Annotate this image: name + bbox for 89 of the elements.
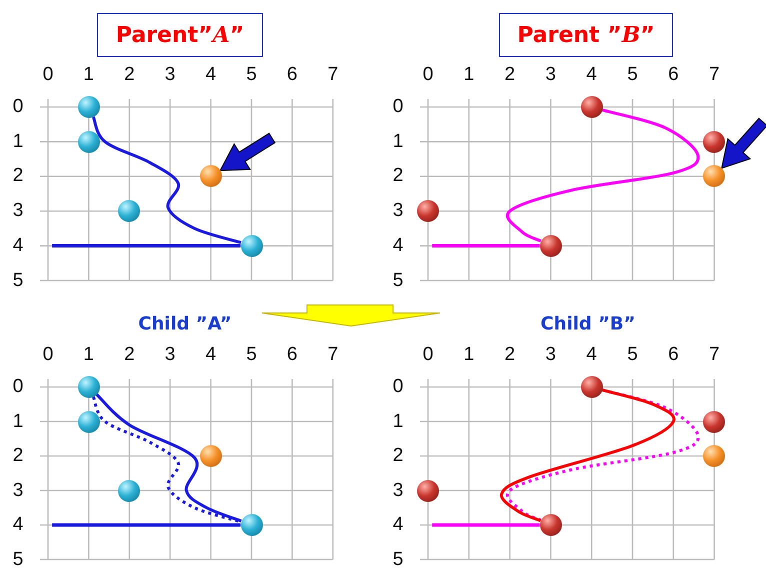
sphere-marker xyxy=(540,234,562,257)
axis-tick-label: 3 xyxy=(545,64,556,86)
sphere-marker xyxy=(703,410,726,432)
sphere-marker xyxy=(703,445,726,467)
sphere-marker xyxy=(78,96,100,118)
axis-tick-label: 3 xyxy=(545,344,556,366)
axis-tick-label: 0 xyxy=(12,96,24,118)
axis-tick-label: 1 xyxy=(464,64,474,86)
axis-tick-label: 1 xyxy=(464,344,474,366)
axis-tick-label: 5 xyxy=(12,548,24,570)
axis-tick-label: 1 xyxy=(12,130,24,153)
sphere-marker xyxy=(78,130,100,153)
axis-tick-label: 2 xyxy=(392,445,404,467)
axis-tick-label: 1 xyxy=(392,130,404,153)
axis-tick-label: 0 xyxy=(12,376,24,398)
horizontal-line xyxy=(52,523,240,527)
axis-tick-label: 5 xyxy=(246,64,257,86)
horizontal-line xyxy=(52,244,240,248)
axis-tick-label: 0 xyxy=(42,344,54,366)
axis-tick-label: 5 xyxy=(12,270,24,292)
axis-tick-label: 3 xyxy=(392,480,404,502)
curve-line xyxy=(506,108,700,242)
panel-title: Parent ”B” xyxy=(499,13,673,57)
axis-tick-label: 7 xyxy=(709,344,720,366)
panel-title: Child ”B” xyxy=(540,314,636,334)
axis-tick-label: 2 xyxy=(124,344,135,366)
axis-tick-label: 3 xyxy=(164,64,176,86)
sphere-marker xyxy=(200,445,222,467)
axis-tick-label: 0 xyxy=(42,64,54,86)
axis-tick-label: 0 xyxy=(392,96,404,118)
sphere-marker xyxy=(417,200,439,222)
axis-tick-label: 4 xyxy=(12,234,24,257)
sphere-marker xyxy=(417,480,439,502)
curve-line xyxy=(92,116,242,244)
axis-tick-label: 4 xyxy=(392,234,404,257)
axis-tick-label: 6 xyxy=(668,344,679,366)
axis-tick-label: 1 xyxy=(83,344,94,366)
sphere-marker xyxy=(580,376,603,398)
axis-tick-label: 1 xyxy=(12,410,24,432)
axis-tick-label: 2 xyxy=(504,64,516,86)
axis-tick-label: 7 xyxy=(328,64,338,86)
sphere-marker xyxy=(118,200,140,222)
axis-tick-label: 6 xyxy=(286,64,298,86)
sphere-marker xyxy=(580,96,603,118)
axis-tick-label: 4 xyxy=(392,514,404,536)
sphere-marker xyxy=(540,514,562,536)
axis-tick-label: 7 xyxy=(328,344,338,366)
axis-tick-label: 4 xyxy=(586,64,597,86)
axis-tick-label: 6 xyxy=(668,64,679,86)
arrow xyxy=(720,118,766,169)
axis-tick-label: 6 xyxy=(286,344,298,366)
axis-tick-label: 0 xyxy=(392,376,404,398)
axis-tick-label: 5 xyxy=(627,344,638,366)
axis-tick-label: 0 xyxy=(422,344,434,366)
axis-tick-label: 3 xyxy=(12,480,24,502)
sphere-marker xyxy=(240,234,262,257)
axis-tick-label: 3 xyxy=(164,344,176,366)
panel-title: Parent”A” xyxy=(97,13,263,57)
sphere-marker xyxy=(703,165,726,188)
axis-tick-label: 5 xyxy=(627,64,638,86)
axis-tick-label: 2 xyxy=(12,445,24,467)
axis-tick-label: 4 xyxy=(586,344,597,366)
axis-tick-label: 4 xyxy=(12,514,24,536)
axis-tick-label: 4 xyxy=(206,64,216,86)
sphere-marker xyxy=(78,410,100,432)
sphere-marker xyxy=(703,130,726,153)
axis-tick-label: 2 xyxy=(124,64,135,86)
axis-tick-label: 0 xyxy=(422,64,434,86)
axis-tick-label: 7 xyxy=(709,64,720,86)
axis-tick-label: 5 xyxy=(392,548,404,570)
sphere-marker xyxy=(78,376,100,398)
sphere-marker xyxy=(118,480,140,502)
horizontal-line xyxy=(432,244,540,248)
axis-tick-label: 1 xyxy=(392,410,404,432)
axis-tick-label: 5 xyxy=(246,344,257,366)
axis-tick-label: 1 xyxy=(83,64,94,86)
curve-line xyxy=(500,388,676,522)
axis-tick-label: 2 xyxy=(392,165,404,188)
arrow xyxy=(219,132,276,172)
axis-tick-label: 4 xyxy=(206,344,216,366)
axis-tick-label: 5 xyxy=(392,270,404,292)
sphere-marker xyxy=(200,165,222,188)
axis-tick-label: 2 xyxy=(504,344,516,366)
axis-tick-label: 2 xyxy=(12,165,24,188)
panel-title: Child ”A” xyxy=(138,314,232,334)
axis-tick-label: 3 xyxy=(392,200,404,222)
sphere-marker xyxy=(240,514,262,536)
horizontal-line xyxy=(432,523,540,527)
axis-tick-label: 3 xyxy=(12,200,24,222)
